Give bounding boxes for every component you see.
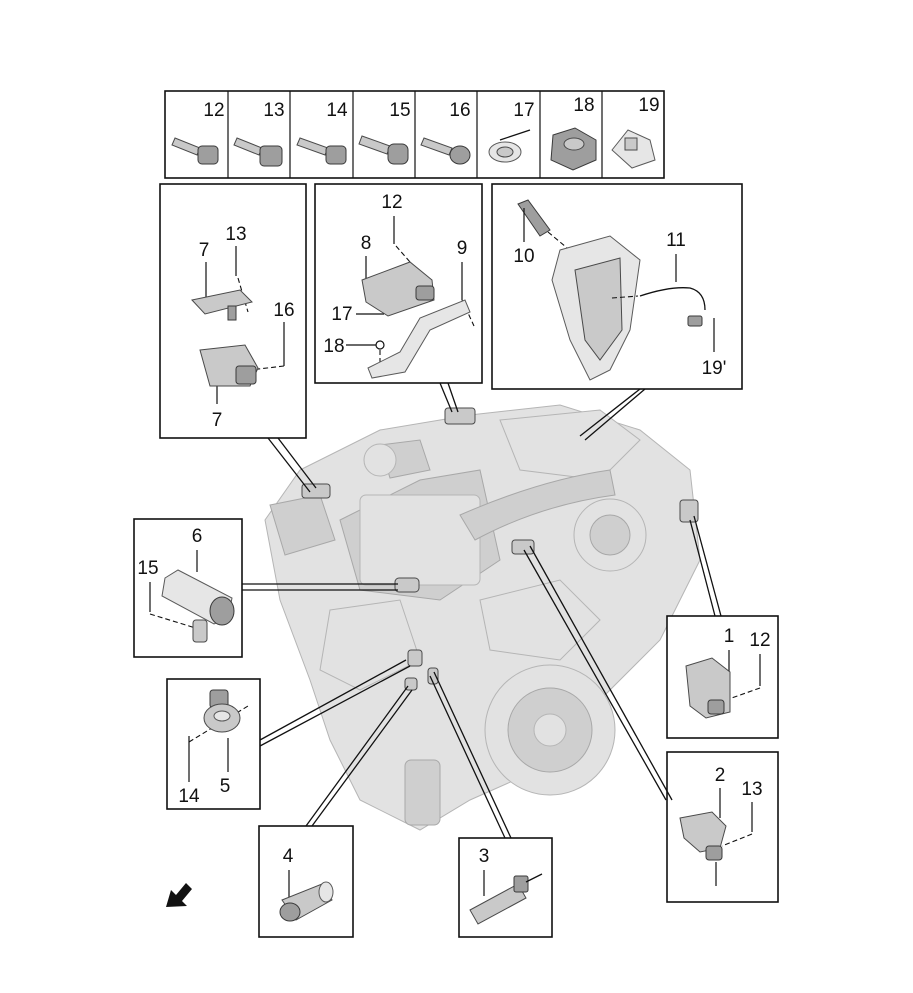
fastener-label-15: 15: [389, 100, 410, 121]
callout-18: 18: [323, 336, 344, 357]
callout-10: 10: [513, 246, 534, 267]
callout-2: 2: [715, 765, 726, 786]
callout-13: 13: [225, 224, 246, 245]
fastener-label-13: 13: [263, 100, 284, 121]
fastener-label-17: 17: [513, 100, 534, 121]
leader-lines: [242, 382, 722, 839]
callout-17: 17: [331, 304, 352, 325]
fastener-label-19: 19: [638, 95, 659, 116]
bolt-15-icon: [358, 135, 409, 165]
callout-7-bottom: 7: [212, 410, 223, 431]
nut-18-icon: [550, 127, 597, 171]
box-pressure-sensor: 12 8 9 17 18: [314, 183, 483, 384]
box-camshaft: 6 15: [133, 518, 243, 658]
fastener-label-16: 16: [449, 100, 470, 121]
arrow-down-left-icon: [166, 883, 192, 907]
callout-14: 14: [178, 786, 200, 807]
callout-12: 12: [381, 192, 402, 213]
callout-13-right: 13: [741, 779, 762, 800]
callout-16: 16: [273, 300, 294, 321]
fastener-label-18: 18: [573, 95, 594, 116]
fastener-label-12: 12: [203, 100, 224, 121]
box-map-sensor: 7 13 16 7: [159, 183, 307, 439]
callout-15: 15: [137, 558, 158, 579]
clip-17-icon: [488, 129, 531, 163]
bolt-16-icon: [420, 137, 471, 165]
callout-12-right: 12: [749, 630, 770, 651]
callout-7-top: 7: [199, 240, 210, 261]
box-temp: 3: [458, 837, 553, 938]
box-knock: 14 5: [166, 678, 261, 810]
fastener-label-14: 14: [326, 100, 348, 121]
box-crank: 2 13: [666, 751, 779, 903]
callout-9: 9: [457, 238, 468, 259]
box-oil-pressure: 4: [258, 825, 354, 938]
callout-4: 4: [283, 846, 294, 867]
callout-6: 6: [192, 526, 203, 547]
callout-5: 5: [220, 776, 231, 797]
callout-19prime: 19': [702, 358, 727, 379]
box-exhaust: 10 11 19': [491, 183, 743, 390]
engine-illustration: [264, 404, 701, 831]
box-map-right: 1 12: [666, 615, 779, 739]
clip-19-icon: [611, 129, 656, 169]
callout-1: 1: [724, 626, 735, 647]
fastener-strip: 12 13 14 15 16 17 18 19: [164, 90, 665, 179]
bolt-14-icon: [296, 137, 347, 165]
callout-11: 11: [666, 230, 686, 251]
callout-8: 8: [361, 233, 372, 254]
callout-3: 3: [479, 846, 490, 867]
bolt-12-icon: [171, 137, 219, 165]
bolt-13-icon: [233, 137, 283, 167]
